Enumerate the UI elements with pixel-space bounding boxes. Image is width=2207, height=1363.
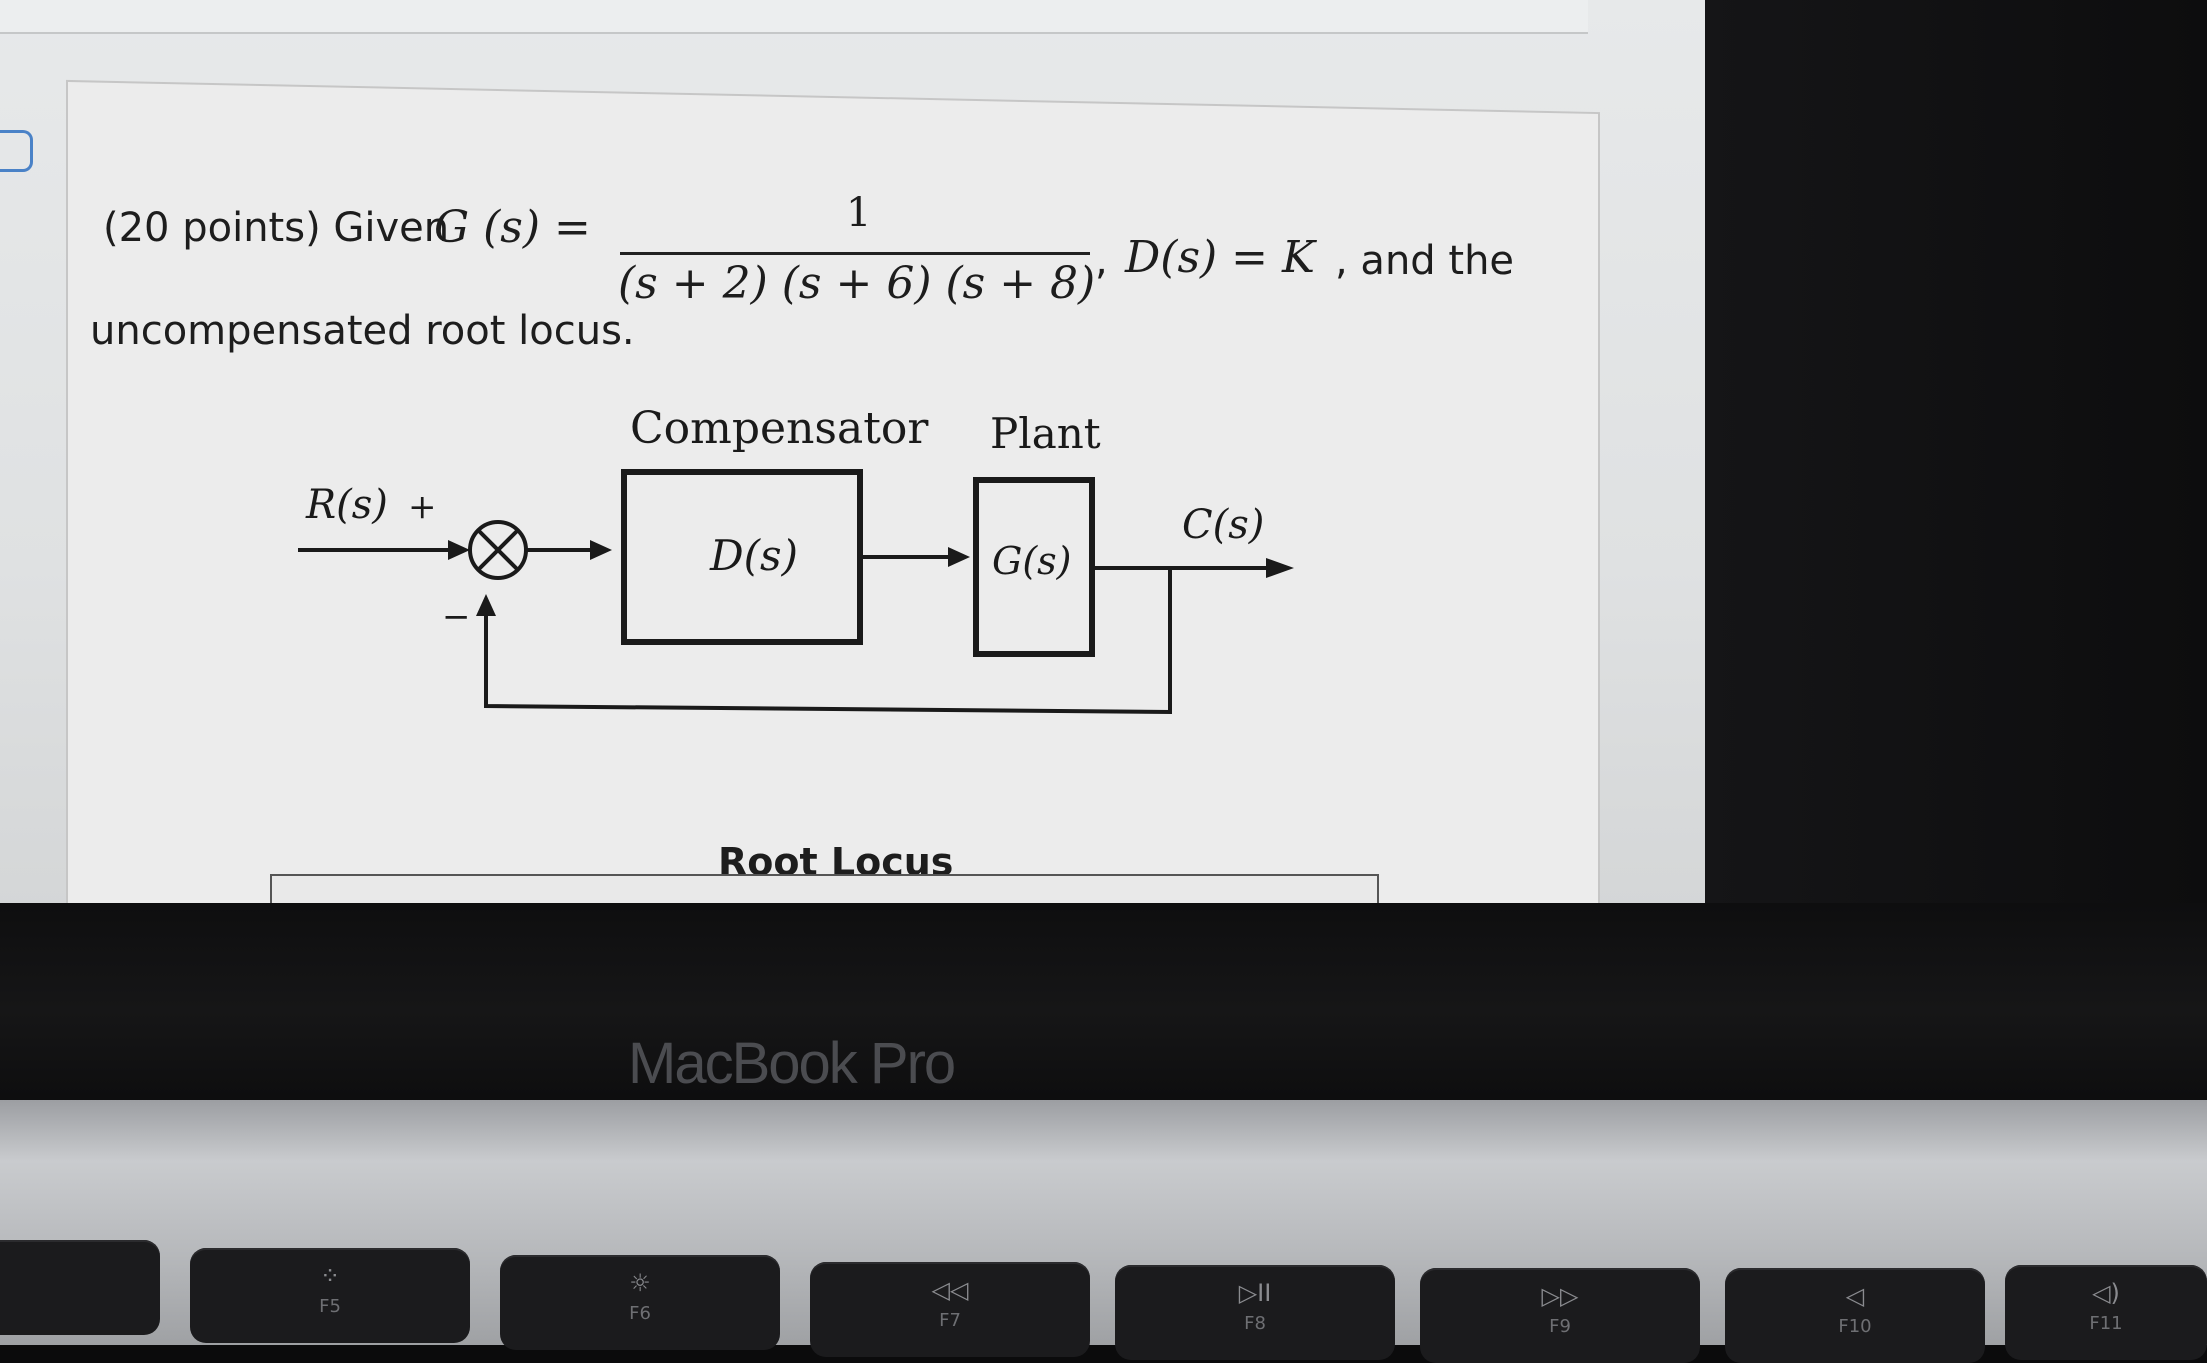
transfer-function-numerator: 1 bbox=[846, 190, 872, 236]
keyboard-light-down-icon: ⁘ bbox=[319, 1262, 341, 1290]
function-key-f8[interactable]: ▷II F8 bbox=[1115, 1265, 1395, 1360]
feedback-path bbox=[484, 568, 1172, 715]
function-key-f6[interactable]: ☼ F6 bbox=[500, 1255, 780, 1350]
screen-dark-region bbox=[1705, 0, 2207, 960]
key-label: F7 bbox=[939, 1310, 961, 1331]
plus-sign: + bbox=[408, 487, 437, 527]
function-key-f4[interactable] bbox=[0, 1240, 160, 1335]
fast-forward-icon: ▷▷ bbox=[1541, 1282, 1579, 1310]
laptop-brand: MacBook Pro bbox=[628, 1031, 956, 1096]
output-arrowhead bbox=[1266, 558, 1294, 578]
function-key-f10[interactable]: ◁ F10 bbox=[1725, 1268, 1985, 1363]
keyboard-light-up-icon: ☼ bbox=[629, 1269, 651, 1297]
question-second-line: uncompensated root locus. bbox=[90, 308, 635, 354]
key-label: F8 bbox=[1244, 1313, 1266, 1334]
key-label: F6 bbox=[629, 1303, 651, 1324]
fraction-bar bbox=[620, 252, 1090, 255]
question-flag-tab[interactable] bbox=[0, 130, 33, 172]
input-label: R(s) bbox=[305, 482, 388, 528]
screen-bezel bbox=[0, 903, 2207, 1118]
plant-heading: Plant bbox=[990, 409, 1101, 458]
volume-down-icon: ◁) bbox=[2092, 1279, 2120, 1307]
previous-question-panel bbox=[0, 0, 1588, 34]
key-label: F10 bbox=[1838, 1316, 1872, 1337]
function-key-f5[interactable]: ⁘ F5 bbox=[190, 1248, 470, 1343]
laptop-screen: (20 points) Given G (s) = 1 (s + 2) (s +… bbox=[0, 0, 1745, 946]
rewind-icon: ◁◁ bbox=[931, 1276, 969, 1304]
key-label: F5 bbox=[319, 1296, 341, 1317]
block-diagram: Compensator Plant R(s) + − D(s) G(s) C(s… bbox=[298, 403, 1294, 715]
g-of-s-label: G (s) = bbox=[434, 202, 591, 253]
compensator-block-label: D(s) bbox=[709, 531, 798, 580]
question-prefix: (20 points) Given bbox=[103, 205, 450, 251]
key-label: F11 bbox=[2089, 1313, 2123, 1334]
transfer-function-denominator: (s + 2) (s + 6) (s + 8) bbox=[618, 258, 1096, 309]
plant-block-label: G(s) bbox=[992, 539, 1072, 583]
play-pause-icon: ▷II bbox=[1238, 1279, 1272, 1307]
d-of-s-definition: D(s) = K bbox=[1125, 232, 1315, 283]
compensator-heading: Compensator bbox=[630, 403, 929, 454]
function-key-f11[interactable]: ◁) F11 bbox=[2005, 1265, 2207, 1360]
output-label: C(s) bbox=[1182, 502, 1264, 548]
mute-icon: ◁ bbox=[1845, 1282, 1865, 1310]
input-arrowhead bbox=[448, 540, 470, 560]
key-label: F9 bbox=[1549, 1316, 1571, 1337]
function-key-f7[interactable]: ◁◁ F7 bbox=[810, 1262, 1090, 1357]
function-key-f9[interactable]: ▷▷ F9 bbox=[1420, 1268, 1700, 1363]
separator-comma: , bbox=[1095, 238, 1108, 284]
minus-sign: − bbox=[442, 597, 471, 637]
feedback-arrowhead bbox=[476, 594, 496, 616]
and-the-text: , and the bbox=[1335, 238, 1515, 284]
